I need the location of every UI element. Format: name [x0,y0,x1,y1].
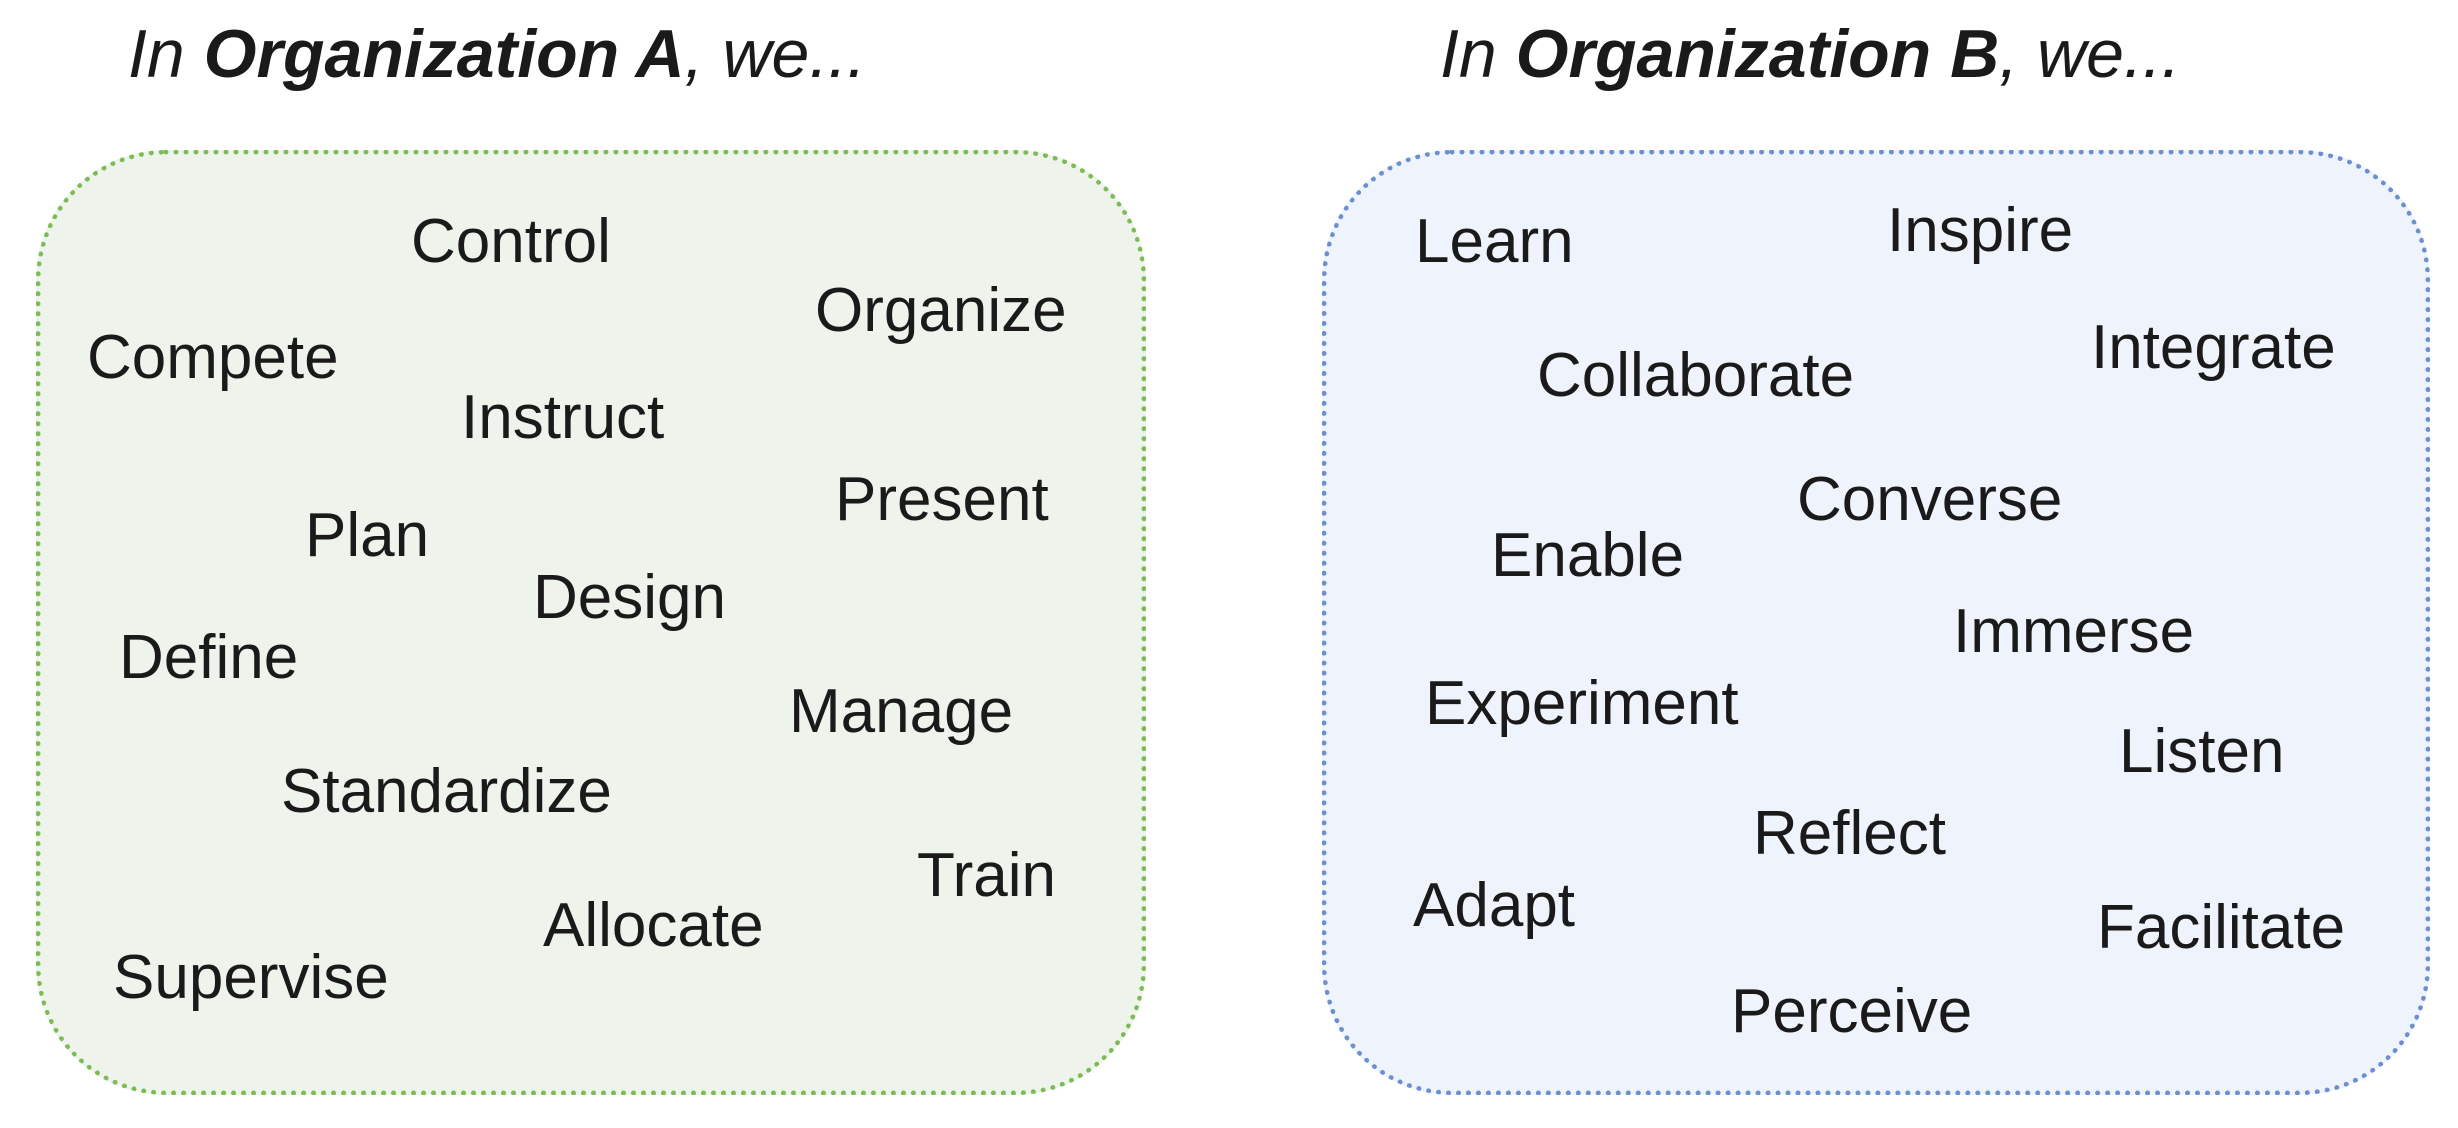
word-standardize: Standardize [281,757,612,826]
organization-a-word-panel: Control Organize Compete Instruct Presen… [36,150,1146,1095]
word-enable: Enable [1491,521,1685,590]
word-immerse: Immerse [1953,597,2195,666]
word-define: Define [119,623,299,692]
heading-a-suffix: , we... [684,16,867,92]
word-train: Train [917,841,1056,910]
heading-b-prefix: In [1440,16,1516,92]
word-design: Design [533,563,726,632]
heading-b-org-name: Organization B [1515,16,2000,92]
word-facilitate: Facilitate [2097,893,2346,962]
word-instruct: Instruct [461,383,665,452]
word-plan: Plan [305,501,430,570]
word-supervise: Supervise [113,943,389,1012]
word-manage: Manage [789,677,1014,746]
word-converse: Converse [1797,465,2063,534]
word-learn: Learn [1415,207,1574,276]
word-inspire: Inspire [1887,196,2074,265]
heading-organization-a: In Organization A, we... [128,20,866,88]
word-compete: Compete [87,323,339,392]
word-listen: Listen [2119,717,2285,786]
word-integrate: Integrate [2091,313,2336,382]
word-control: Control [411,207,611,276]
word-perceive: Perceive [1731,977,1973,1046]
heading-a-prefix: In [128,16,204,92]
word-organize: Organize [815,276,1067,345]
heading-organization-b: In Organization B, we... [1440,20,2181,88]
word-present: Present [835,465,1049,534]
word-reflect: Reflect [1753,799,1946,868]
word-adapt: Adapt [1413,871,1576,940]
heading-a-org-name: Organization A [203,16,685,92]
heading-b-suffix: , we... [1999,16,2181,92]
organization-b-word-panel: Learn Inspire Integrate Collaborate Conv… [1322,150,2430,1095]
word-allocate: Allocate [543,891,764,960]
word-experiment: Experiment [1425,669,1739,738]
word-collaborate: Collaborate [1537,341,1855,410]
